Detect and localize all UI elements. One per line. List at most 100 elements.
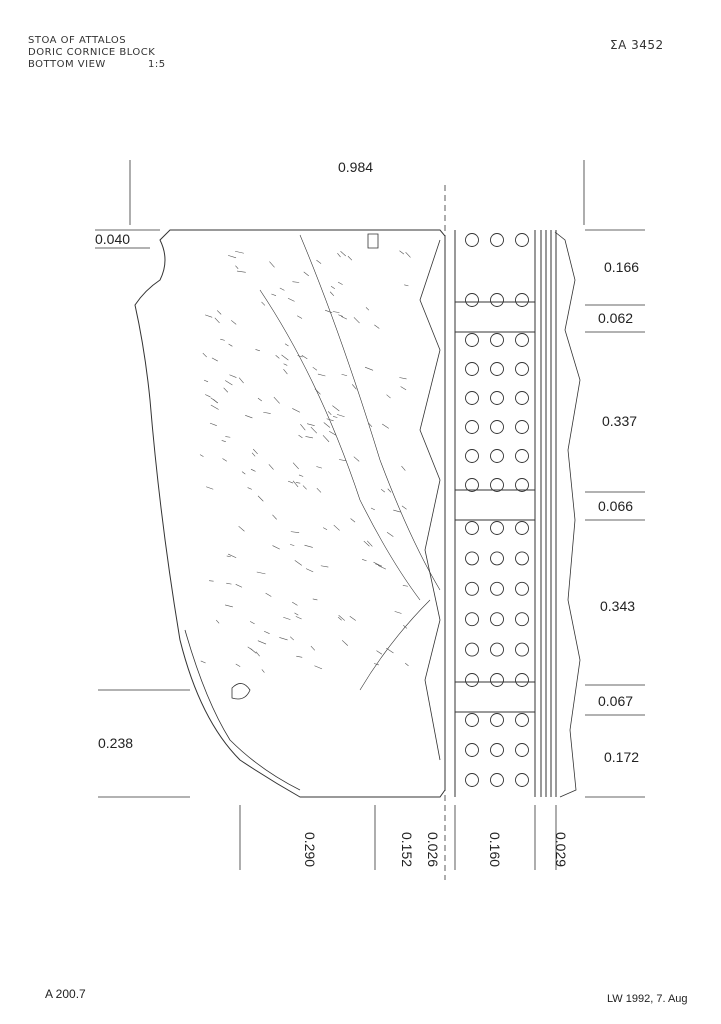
tool-mark [230, 320, 237, 325]
tool-mark [341, 640, 349, 646]
tool-mark [330, 286, 336, 290]
tool-mark [320, 565, 329, 568]
gutta [515, 773, 529, 787]
tool-mark [236, 270, 246, 273]
dim-right-2: 0.062 [598, 310, 633, 326]
tool-mark [350, 518, 356, 523]
tool-mark [381, 423, 389, 429]
gutta [515, 743, 529, 757]
gutta [515, 233, 529, 247]
tool-mark [329, 430, 337, 436]
tool-mark [353, 317, 360, 324]
tool-mark [205, 314, 213, 318]
gutta [465, 743, 479, 757]
tool-mark [329, 291, 335, 297]
tool-mark [376, 650, 383, 655]
via-1 [454, 301, 536, 333]
tool-mark [210, 404, 219, 410]
tool-mark [257, 397, 263, 402]
dim-top-offset: 0.040 [95, 231, 130, 247]
dim-right-6: 0.067 [598, 693, 633, 709]
tool-mark [238, 377, 244, 384]
tool-mark [261, 669, 265, 673]
tool-mark [264, 630, 270, 634]
tool-mark [337, 281, 343, 285]
tool-mark [223, 387, 229, 393]
tool-mark [338, 614, 346, 621]
tool-mark [211, 357, 218, 362]
tool-mark [310, 645, 316, 651]
dim-right-1: 0.166 [604, 259, 639, 275]
tool-mark [400, 386, 407, 391]
tool-mark [368, 422, 373, 428]
tool-mark [261, 301, 266, 306]
dim-bottom-3: 0.026 [425, 832, 441, 867]
break-line [419, 239, 441, 761]
tool-mark [305, 436, 313, 439]
tool-mark [333, 524, 340, 531]
tool-mark [287, 480, 294, 484]
tool-mark [289, 636, 294, 641]
tool-mark [289, 544, 295, 546]
gutta [490, 713, 504, 727]
top-notch [367, 233, 379, 249]
tool-mark [301, 355, 308, 360]
inventory-number: ΣΑ 3452 [610, 38, 664, 52]
gutta [490, 743, 504, 757]
tool-mark [394, 611, 402, 614]
tool-mark [209, 422, 217, 426]
tool-mark [295, 616, 302, 620]
dim-left-lower: 0.238 [98, 735, 133, 751]
tool-mark [402, 585, 408, 587]
tool-mark [305, 568, 314, 573]
tool-mark [257, 495, 264, 502]
tool-mark [304, 544, 313, 548]
tool-mark [273, 396, 280, 404]
tool-mark [202, 352, 207, 358]
dim-right-3: 0.337 [602, 413, 637, 429]
tool-mark [279, 287, 285, 291]
gutta [465, 673, 479, 687]
tool-mark [401, 465, 406, 471]
tool-mark [287, 298, 295, 302]
gutta [515, 333, 529, 347]
tool-mark [337, 616, 342, 621]
tool-mark [326, 418, 334, 422]
tool-mark [199, 454, 204, 457]
gutta [515, 673, 529, 687]
gutta [490, 612, 504, 627]
tool-mark [247, 487, 252, 490]
tool-mark [225, 380, 233, 386]
tool-mark [294, 612, 299, 616]
block-outline [134, 229, 446, 798]
gutta [515, 391, 529, 405]
tool-mark [323, 527, 328, 531]
tool-mark [205, 394, 211, 398]
tool-mark [399, 377, 407, 380]
tool-mark [225, 604, 233, 608]
gutta [490, 362, 504, 376]
tool-mark [314, 388, 321, 395]
tool-mark [206, 486, 214, 490]
gutta [515, 362, 529, 376]
gutta [490, 673, 504, 687]
tool-mark [327, 411, 332, 416]
tool-mark [362, 559, 367, 562]
tool-mark [228, 343, 233, 347]
dim-overall-width: 0.984 [338, 159, 373, 175]
gutta [490, 391, 504, 405]
tool-mark [265, 592, 272, 597]
tool-mark [405, 251, 411, 258]
tool-mark [338, 314, 343, 317]
tool-mark [292, 408, 301, 413]
dim-bottom-5: 0.029 [553, 832, 569, 867]
gutta [490, 478, 504, 492]
tool-mark [238, 525, 245, 532]
gutta [515, 581, 529, 596]
gutta [515, 642, 529, 657]
tool-mark [297, 315, 303, 319]
tool-mark [303, 271, 309, 277]
tool-mark [353, 456, 360, 462]
tool-mark [386, 394, 391, 399]
tool-mark [317, 373, 326, 377]
